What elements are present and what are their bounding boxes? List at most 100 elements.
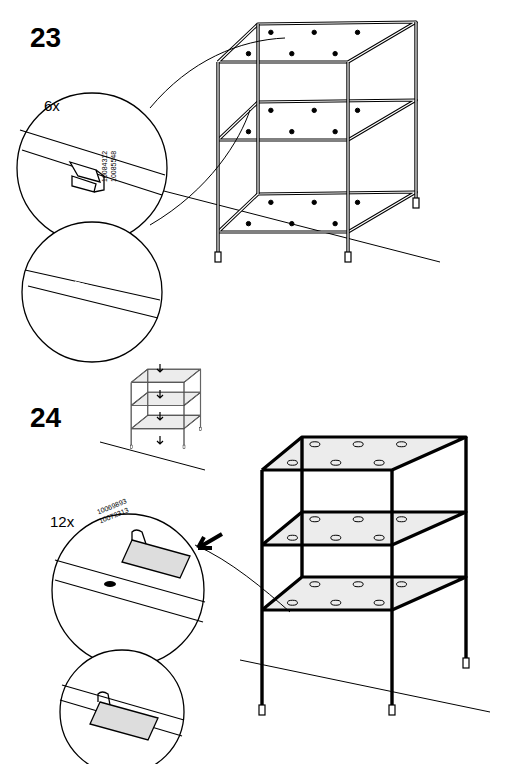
frame-leg-inner (415, 22, 416, 208)
frame-leg (183, 382, 184, 448)
clip-hole (290, 129, 294, 133)
clip-hole (246, 129, 250, 133)
frame-rail-inner (131, 415, 200, 428)
insert-arrow (157, 364, 163, 372)
bracket-mark (287, 600, 297, 605)
detail-callout (60, 650, 184, 764)
insert-arrow (157, 412, 163, 420)
bracket-mark (397, 582, 407, 587)
part-number: 10084312 (101, 151, 108, 182)
frame-leg (390, 470, 393, 715)
leg-foot (183, 445, 185, 448)
frame-leg-inner (147, 369, 148, 415)
bracket-mark (287, 460, 297, 465)
frame-leg (256, 24, 259, 194)
bracket-mark (397, 442, 407, 447)
frame-rail (262, 577, 466, 610)
shelf-bracket (122, 540, 190, 578)
clip-hole (333, 129, 337, 133)
quantity: 6x (44, 98, 60, 113)
detail-callout (17, 93, 167, 243)
clip-hole (290, 51, 294, 55)
glass-panel (131, 392, 200, 405)
frame-rail-inner (131, 392, 200, 405)
quantity: 12x (50, 514, 74, 529)
frame-leg-inner (217, 62, 218, 262)
step-number: 24 (30, 404, 61, 432)
shelf-bracket (90, 702, 158, 740)
frame-leg (200, 369, 201, 430)
clip-hole (312, 108, 316, 112)
frame-leg (464, 437, 467, 668)
rail-edge (55, 580, 203, 622)
insert-arrow (157, 436, 163, 444)
frame-rail-inner (131, 369, 200, 382)
clip-hole (269, 30, 273, 34)
shelf-bracket (98, 692, 110, 705)
leg-foot (389, 705, 395, 715)
bracket-mark (310, 582, 320, 587)
floor-line (240, 660, 490, 712)
floor-line (160, 190, 440, 262)
frame-leg-inner (465, 437, 466, 668)
floor-line (100, 442, 205, 470)
frame-leg-inner (391, 470, 392, 715)
bracket-mark (397, 517, 407, 522)
bracket-mark (287, 535, 297, 540)
frame-rail (218, 100, 416, 140)
frame-leg-inner (347, 62, 348, 262)
frame-leg (131, 382, 132, 448)
frame-rail-inner (262, 512, 466, 545)
bracket-mark (353, 582, 363, 587)
clip-hole (312, 30, 316, 34)
frame-leg-inner (301, 437, 302, 577)
clip-hole (246, 221, 250, 225)
clip-hole (290, 221, 294, 225)
leg-foot (345, 252, 351, 262)
leg-foot (463, 658, 469, 668)
frame-leg (147, 369, 148, 415)
frame-leg (260, 470, 263, 715)
frame-leg-inner (131, 382, 132, 448)
frame-rail-inner (262, 437, 466, 470)
frame-leg (216, 62, 219, 262)
frame-rail (218, 192, 416, 232)
bracket-mark (374, 460, 384, 465)
frame-leg-inner (257, 24, 258, 194)
frame-rail (131, 369, 200, 382)
glass-panel (262, 512, 466, 545)
frame-rail-inner (218, 100, 416, 140)
clip-hole (355, 200, 359, 204)
bracket-mark (331, 600, 341, 605)
shelf-bracket (132, 530, 146, 544)
frame-leg (300, 437, 303, 577)
bracket-mark (331, 460, 341, 465)
bracket-mark (374, 535, 384, 540)
frame-rail (131, 392, 200, 405)
clip-hole (312, 200, 316, 204)
clip-hole (355, 108, 359, 112)
bracket-mark (353, 442, 363, 447)
leg-foot (215, 252, 221, 262)
step-number: 23 (30, 24, 61, 52)
shelf-clip (70, 282, 110, 304)
frame-leg-inner (184, 382, 185, 448)
clip-hole (355, 30, 359, 34)
frame-leg (414, 22, 417, 208)
push-arrow (198, 534, 222, 548)
bracket-mark (310, 517, 320, 522)
part-number: 10085548 (110, 151, 117, 182)
detail-callout (52, 514, 204, 666)
frame-rail-inner (262, 577, 466, 610)
frame-rail-inner (218, 192, 416, 232)
glass-panel (131, 415, 200, 428)
frame-rail (262, 512, 466, 545)
glass-panel (262, 577, 466, 610)
leg-foot (259, 705, 265, 715)
glass-panel (262, 437, 466, 470)
shelf-clip (70, 162, 100, 192)
bracket-mark (310, 442, 320, 447)
bracket-mark (331, 535, 341, 540)
rail-edge (22, 150, 162, 195)
